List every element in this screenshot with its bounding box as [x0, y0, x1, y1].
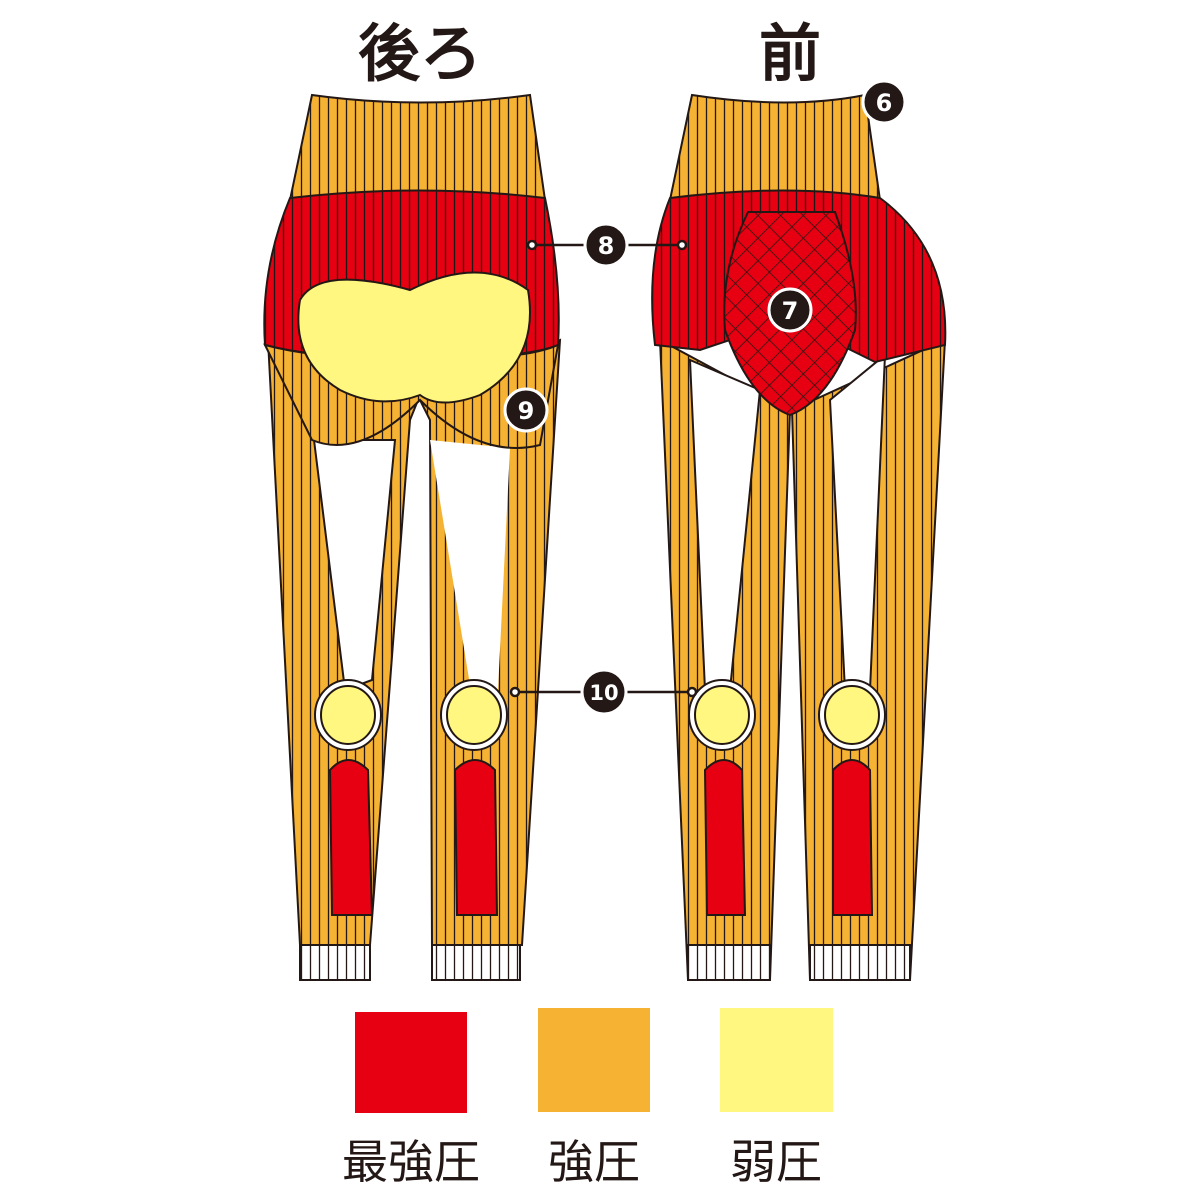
svg-text:7: 7: [782, 297, 799, 325]
svg-text:8: 8: [598, 232, 615, 260]
back-left-thigh-gap: [312, 439, 397, 692]
front-title: 前: [759, 17, 821, 90]
legend-label-strong: 強圧: [548, 1135, 640, 1189]
front-cuff-left: [687, 944, 771, 981]
marker-7: 7: [767, 287, 813, 333]
legend: 最強圧 強圧 弱圧: [342, 1008, 833, 1189]
svg-text:6: 6: [876, 89, 893, 117]
marker-9: 9: [503, 387, 549, 433]
marker-8: 8: [583, 222, 629, 268]
front-calf-right: [832, 759, 874, 916]
back-cuff-right: [431, 944, 521, 981]
front-knee-right: [818, 679, 886, 751]
marker-10: 10: [580, 668, 628, 716]
svg-text:10: 10: [589, 681, 618, 705]
legend-swatch-weak: [720, 1008, 833, 1112]
front-waistband: [668, 93, 882, 202]
back-knee-right: [440, 679, 508, 751]
back-title: 後ろ: [358, 17, 482, 90]
front-calf-left: [703, 759, 747, 916]
front-knee-left: [688, 679, 756, 751]
back-glute-zone: [297, 271, 531, 404]
front-leggings: [651, 93, 947, 981]
back-leggings: [263, 93, 562, 981]
front-cuff-right: [809, 944, 911, 981]
legend-label-weak: 弱圧: [730, 1135, 822, 1189]
svg-text:9: 9: [518, 397, 535, 425]
back-calf-left: [328, 759, 374, 916]
back-knee-left: [314, 679, 382, 751]
back-right-thigh-gap: [430, 440, 510, 690]
legend-swatch-max: [355, 1012, 467, 1113]
legend-label-max: 最強圧: [342, 1135, 480, 1189]
back-cuff-left: [299, 944, 371, 981]
marker-6: 6: [861, 79, 907, 125]
back-calf-right: [453, 759, 499, 916]
legend-swatch-strong: [538, 1008, 650, 1112]
back-waistband: [288, 93, 547, 202]
